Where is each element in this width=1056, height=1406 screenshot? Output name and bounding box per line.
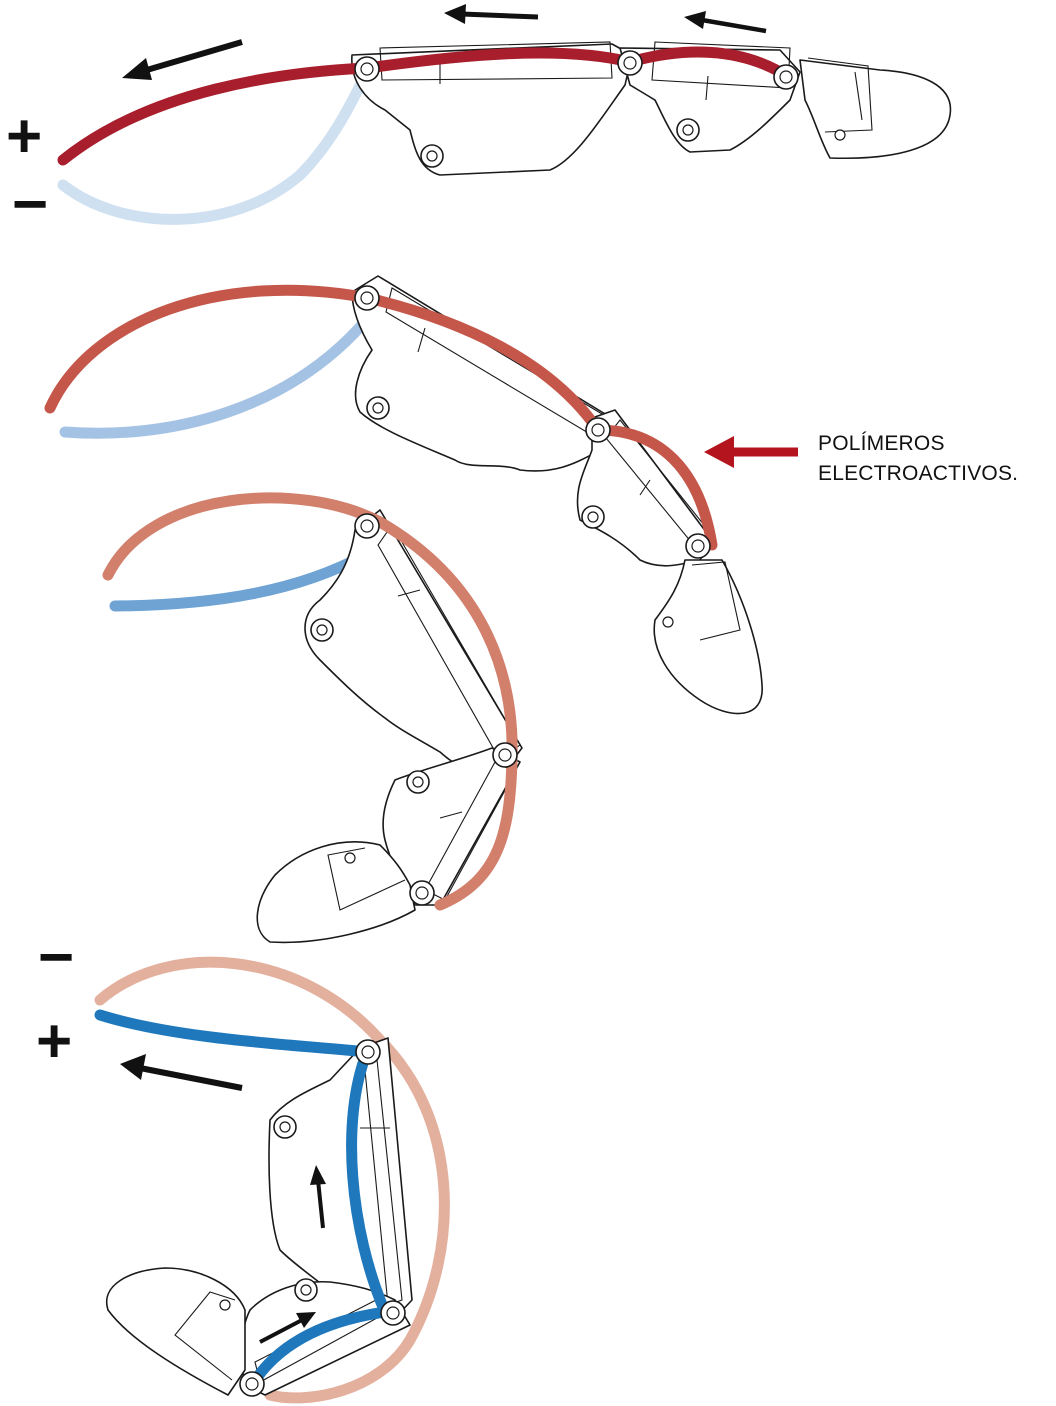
joint-pin [493,743,517,767]
joint-pin [618,51,642,75]
callout-label-line1: POLÍMEROS [818,432,945,455]
joint-pin [311,619,333,641]
polarity-plus-icon: + [36,1007,72,1076]
distal-phalanx-outline [654,560,762,714]
joint-pin [407,771,429,793]
finger-stage-partial: POLÍMEROS ELECTROACTIVOS. [50,276,1018,714]
joint-pin [774,65,798,89]
joint-pin [582,506,604,528]
joint-pin [274,1116,296,1138]
polarity-minus-icon: − [12,170,48,239]
joint-pin [410,881,434,905]
finger-stage-closed: − + [36,923,444,1398]
joint-pin [240,1372,264,1396]
callout-arrow-icon [704,436,798,468]
pull-arrow-icon [122,42,242,80]
joint-pin [355,286,379,310]
joint-pin [356,1040,380,1064]
callout-label-line2: ELECTROACTIVOS. [818,462,1018,485]
joint-pin [295,1279,317,1301]
joint-pin [381,1301,405,1325]
pull-arrow-icon [444,4,538,24]
finger-stage-flexed [108,498,522,942]
joint-pin [355,57,379,81]
finger-stage-extended: + − [6,4,950,239]
joint-pin [686,534,710,558]
distal-phalanx-outline [107,1268,245,1395]
joint-pin [677,119,699,141]
joint-pin [586,418,610,442]
distal-phalanx-outline [800,60,950,158]
joint-pin [367,397,389,419]
polarity-minus-icon: − [38,923,74,992]
joint-pin [355,514,379,538]
polarity-plus-icon: + [6,102,42,171]
joint-pin [421,145,443,167]
pull-arrow-icon [120,1054,242,1088]
proximal-phalanx-outline [269,1038,412,1318]
pull-arrow-icon [684,11,766,31]
